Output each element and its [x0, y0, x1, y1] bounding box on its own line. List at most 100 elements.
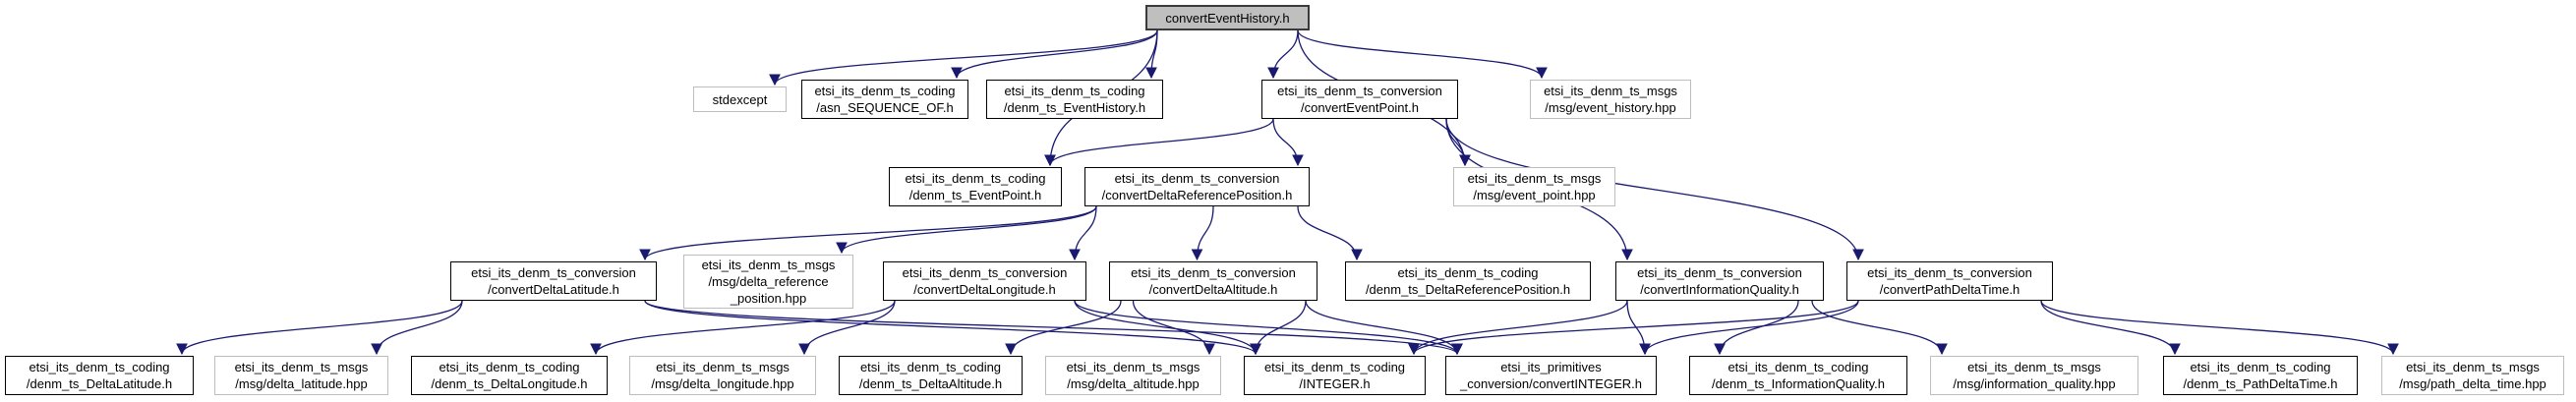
graph-node-label-line: etsi_its_primitives — [1500, 360, 1602, 374]
graph-node-convertEventPoint_h[interactable]: etsi_its_denm_ts_conversion/convertEvent… — [1261, 80, 1458, 119]
graph-node-label-line: etsi_its_denm_ts_coding — [1727, 360, 1869, 374]
graph-node-label-line: etsi_its_denm_ts_msgs — [2406, 360, 2540, 374]
graph-node-label-line: /convertPathDeltaTime.h — [1879, 282, 2020, 297]
graph-node-label-line: stdexcept — [712, 91, 768, 107]
graph-node-label-line: etsi_its_denm_ts_conversion — [902, 265, 1068, 280]
graph-node-label-line: etsi_its_denm_ts_conversion — [1637, 265, 1802, 280]
graph-node-convertDeltaLatitude_h[interactable]: etsi_its_denm_ts_conversion/convertDelta… — [450, 261, 657, 301]
include-edge-convertDeltaReferencePosition_h--delta_reference_position_hpp — [836, 205, 1097, 255]
graph-node-label-line: /convertDeltaReferencePosition.h — [1101, 188, 1293, 202]
graph-node-label-line: /msg/delta_longitude.hpp — [651, 376, 794, 391]
include-edge-convertEventHistory_h--event_history_hpp — [1297, 29, 1548, 80]
include-edge-convertDeltaLongitude_h--delta_longitude_hpp — [798, 300, 896, 356]
graph-node-label-line: /convertDeltaAltitude.h — [1148, 282, 1278, 297]
include-edge-convertDeltaReferencePosition_h--convertDeltaLatitude_h — [639, 205, 1097, 261]
include-edge-convertDeltaLatitude_h--convertINTEGER_h — [644, 300, 1463, 356]
graph-node-label-line: etsi_its_denm_ts_conversion — [1131, 265, 1296, 280]
graph-node-label-line: etsi_its_denm_ts_msgs — [1544, 84, 1677, 98]
include-edge-convertPathDeltaTime_h--path_delta_time_hpp — [2040, 300, 2399, 356]
graph-node-label-line: /INTEGER.h — [1299, 376, 1371, 391]
include-edge-convertDeltaAltitude_h--delta_altitude_hpp — [1132, 300, 1215, 356]
graph-node-convertINTEGER_h[interactable]: etsi_its_primitives _conversion/convertIN… — [1445, 356, 1657, 395]
include-edge-convertDeltaLatitude_h--INTEGER_h — [644, 300, 1261, 356]
graph-node-label-line: etsi_its_denm_ts_msgs — [656, 360, 790, 374]
graph-node-denm_ts_DeltaLongitude_h[interactable]: etsi_its_denm_ts_coding/denm_ts_DeltaLon… — [411, 356, 608, 395]
graph-node-denm_ts_DeltaAltitude_h[interactable]: etsi_its_denm_ts_coding/denm_ts_DeltaAlt… — [839, 356, 1023, 395]
graph-node-label-line: /convertEventPoint.h — [1301, 100, 1419, 115]
graph-node-label-line: etsi_its_denm_ts_coding — [1004, 84, 1145, 98]
include-edge-convertDeltaAltitude_h--INTEGER_h — [1250, 300, 1307, 356]
graph-node-label-line: /denm_ts_DeltaAltitude.h — [858, 376, 1003, 391]
graph-node-convertDeltaLongitude_h[interactable]: etsi_its_denm_ts_conversion/convertDelta… — [883, 261, 1086, 301]
graph-node-stdexcept: stdexcept — [693, 86, 787, 112]
include-edge-convertEventPoint_h--denm_ts_EventPoint_h — [1044, 118, 1274, 167]
graph-node-convertEventHistory_h: convertEventHistory.h — [1145, 5, 1310, 30]
graph-node-label-line: etsi_its_denm_ts_msgs — [1467, 171, 1602, 186]
include-edge-convertEventPoint_h--convertDeltaReferencePosition_h — [1272, 118, 1304, 167]
graph-node-INTEGER_h[interactable]: etsi_its_denm_ts_coding/INTEGER.h — [1244, 356, 1426, 395]
include-edge-convertInformationQuality_h--convertINTEGER_h — [1626, 300, 1651, 356]
include-edge-convertDeltaLongitude_h--convertINTEGER_h — [1074, 300, 1463, 356]
graph-node-delta_reference_position_hpp: etsi_its_denm_ts_msgs/msg/delta_referenc… — [683, 255, 853, 309]
graph-node-convertPathDeltaTime_h[interactable]: etsi_its_denm_ts_conversion/convertPathD… — [1846, 261, 2053, 301]
graph-node-convertDeltaAltitude_h[interactable]: etsi_its_denm_ts_conversion/convertDelta… — [1109, 261, 1317, 301]
include-edge-convertDeltaReferencePosition_h--convertDeltaLongitude_h — [1069, 205, 1097, 261]
graph-node-label-line: /msg/delta_latitude.hpp — [235, 376, 368, 391]
graph-node-label-line: etsi_its_denm_ts_coding — [1397, 265, 1539, 280]
graph-node-label-line: etsi_its_denm_ts_conversion — [1277, 84, 1442, 98]
graph-node-label-line: etsi_its_denm_ts_msgs — [701, 258, 836, 272]
graph-node-path_delta_time_hpp: etsi_its_denm_ts_msgs/msg/path_delta_tim… — [2381, 356, 2564, 395]
graph-node-delta_longitude_hpp: etsi_its_denm_ts_msgs/msg/delta_longitud… — [629, 356, 816, 395]
include-edge-convertDeltaLatitude_h--delta_latitude_hpp — [371, 300, 463, 356]
graph-node-label-line: /denm_ts_EventPoint.h — [908, 188, 1042, 202]
graph-node-label-line: /msg/delta_reference — [708, 274, 829, 289]
include-edge-convertEventHistory_h--stdexcept — [769, 29, 1158, 86]
graph-node-event_history_hpp: etsi_its_denm_ts_msgs/msg/event_history.… — [1530, 80, 1691, 119]
graph-node-label-line: /convertDeltaLatitude.h — [488, 282, 619, 297]
graph-node-event_point_hpp: etsi_its_denm_ts_msgs/msg/event_point.hp… — [1453, 167, 1615, 206]
graph-node-label-line: /msg/path_delta_time.hpp — [2399, 376, 2547, 391]
include-edge-convertInformationQuality_h--denm_ts_InformationQuality_h — [1714, 300, 1799, 356]
graph-node-label-line: etsi_its_denm_ts_msgs — [1066, 360, 1200, 374]
graph-node-label-line: convertEventHistory.h — [1165, 10, 1290, 26]
graph-node-label-line: /denm_ts_PathDeltaTime.h — [2183, 376, 2338, 391]
include-edge-convertDeltaAltitude_h--denm_ts_DeltaAltitude_h — [1005, 300, 1122, 356]
graph-node-information_quality_hpp: etsi_its_denm_ts_msgs/msg/information_qu… — [1930, 356, 2138, 395]
graph-node-convertDeltaReferencePosition_h[interactable]: etsi_its_denm_ts_conversion/convertDelta… — [1084, 167, 1310, 206]
graph-node-label-line: /denm_ts_DeltaLongitude.h — [431, 376, 588, 391]
graph-node-label-line: etsi_its_denm_ts_msgs — [234, 360, 369, 374]
graph-node-label-line: _conversion/convertINTEGER.h — [1460, 376, 1642, 391]
graph-node-label-line: /msg/event_point.hpp — [1473, 188, 1596, 202]
graph-node-asn_SEQUENCE_OF_h[interactable]: etsi_its_denm_ts_coding/asn_SEQUENCE_OF.… — [801, 80, 968, 119]
include-edge-convertDeltaAltitude_h--convertINTEGER_h — [1305, 300, 1463, 356]
graph-node-label-line: /msg/information_quality.hpp — [1953, 376, 2116, 391]
graph-node-label-line: /denm_ts_InformationQuality.h — [1711, 376, 1886, 391]
graph-node-label-line: etsi_its_denm_ts_coding — [1263, 360, 1406, 374]
include-edge-convertDeltaReferencePosition_h--convertDeltaAltitude_h — [1191, 205, 1214, 261]
graph-node-denm_ts_InformationQuality_h[interactable]: etsi_its_denm_ts_coding/denm_ts_Informat… — [1689, 356, 1907, 395]
graph-node-label-line: etsi_its_denm_ts_coding — [2190, 360, 2331, 374]
graph-node-label-line: etsi_its_denm_ts_coding — [29, 360, 170, 374]
graph-node-label-line: etsi_its_denm_ts_coding — [814, 84, 956, 98]
graph-node-label-line: /denm_ts_DeltaLatitude.h — [26, 376, 173, 391]
include-edge-convertEventHistory_h--convertEventPoint_h — [1267, 29, 1299, 80]
graph-node-denm_ts_PathDeltaTime_h[interactable]: etsi_its_denm_ts_coding/denm_ts_PathDelt… — [2163, 356, 2358, 395]
graph-node-denm_ts_EventPoint_h[interactable]: etsi_its_denm_ts_coding/denm_ts_EventPoi… — [889, 167, 1062, 206]
include-edge-convertEventPoint_h--event_point_hpp — [1445, 118, 1471, 167]
graph-node-convertInformationQuality_h[interactable]: etsi_its_denm_ts_conversion/convertInfor… — [1615, 261, 1824, 301]
graph-node-label-line: etsi_its_denm_ts_conversion — [1867, 265, 2032, 280]
graph-node-denm_ts_DeltaLatitude_h[interactable]: etsi_its_denm_ts_coding/denm_ts_DeltaLat… — [5, 356, 194, 395]
include-edge-convertDeltaLongitude_h--INTEGER_h — [1074, 300, 1261, 356]
graph-node-denm_ts_EventHistory_h[interactable]: etsi_its_denm_ts_coding/denm_ts_EventHis… — [986, 80, 1163, 119]
include-edge-convertPathDeltaTime_h--INTEGER_h — [1408, 300, 1859, 356]
include-edge-convertEventHistory_h--asn_SEQUENCE_OF_h — [951, 29, 1158, 80]
graph-node-label-line: etsi_its_denm_ts_conversion — [471, 265, 636, 280]
graph-node-delta_altitude_hpp: etsi_its_denm_ts_msgs/msg/delta_altitude… — [1045, 356, 1221, 395]
include-edge-convertInformationQuality_h--information_quality_hpp — [1811, 300, 1948, 356]
graph-node-label-line: etsi_its_denm_ts_coding — [439, 360, 580, 374]
include-edge-convertDeltaLatitude_h--denm_ts_DeltaLatitude_h — [176, 300, 463, 356]
graph-node-label-line: /asn_SEQUENCE_OF.h — [816, 100, 954, 115]
graph-node-denm_ts_DeltaReferencePosition_h[interactable]: etsi_its_denm_ts_coding/denm_ts_DeltaRef… — [1345, 261, 1591, 301]
graph-node-label-line: /convertDeltaLongitude.h — [913, 282, 1056, 297]
